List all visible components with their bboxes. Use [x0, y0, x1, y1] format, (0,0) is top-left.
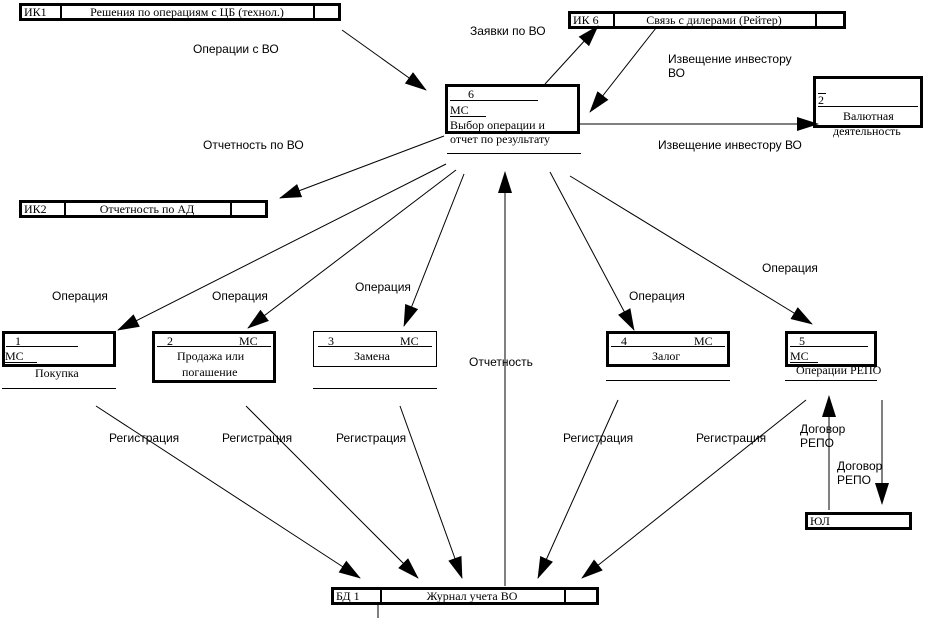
label-reg-4: Регистрация: [563, 431, 634, 445]
label-report-vo: Отчетность по ВО: [203, 138, 304, 152]
process-3: [313, 331, 437, 367]
label-op-3: Операция: [355, 280, 411, 294]
process-2: [152, 331, 276, 383]
arrow-p6-to-ik6: [544, 25, 599, 85]
process-5-num: 5: [799, 334, 805, 348]
process-2-currency: [813, 76, 923, 128]
process-3-name: Замена: [354, 349, 391, 363]
arrow-ik6-to-p6: [589, 27, 657, 113]
label-repo-2b: РЕПО: [837, 473, 871, 487]
store-bd1-name: Журнал учета ВО: [426, 589, 518, 603]
process-2-name-1: Продажа или: [177, 349, 245, 363]
label-repo-2a: Договор: [837, 459, 883, 473]
process-3-mc: МС: [400, 334, 419, 348]
process-2-currency-num: 2: [818, 93, 824, 107]
label-repo-1b: РЕПО: [800, 436, 834, 450]
arrow-p6-to-ik2: [279, 135, 445, 199]
process-6: [445, 84, 580, 134]
arrow-p1-to-bd1: [95, 405, 361, 579]
arrow-p6-to-p4: [549, 171, 635, 331]
label-op-5: Операция: [762, 261, 818, 275]
process-5-name: Операции РЕПО: [796, 363, 882, 377]
process-4: [606, 331, 730, 367]
process-1-name: Покупка: [35, 366, 79, 380]
store-ik1-id: ИК1: [24, 5, 47, 19]
store-ik6-name: Связь с дилерами (Рейтер): [646, 13, 782, 27]
process-6-mc: МС: [450, 103, 469, 117]
process-6-name-2: отчет по результату: [450, 132, 551, 146]
label-report: Отчетность: [469, 355, 533, 369]
process-6-num: 6: [468, 87, 474, 101]
arrow-p6-to-p5: [569, 175, 813, 325]
store-ik6: ИК 6 Связь с дилерами (Рейтер): [568, 11, 846, 29]
store-ik1: ИК1 Решения по операциям с ЦБ (технол.): [19, 3, 341, 21]
store-ik2: ИК2 Отчетность по АД: [19, 200, 268, 218]
label-op-2: Операция: [212, 289, 268, 303]
process-4-mc: МС: [694, 334, 713, 348]
process-1-num: 1: [15, 334, 21, 348]
process-1: [2, 331, 116, 367]
arrow-p6-to-p2: [247, 169, 457, 329]
process-6-name-1: Выбор операции и: [450, 118, 545, 132]
label-op-4: Операция: [629, 289, 685, 303]
label-reg-2: Регистрация: [222, 431, 293, 445]
label-reg-5: Регистрация: [696, 431, 767, 445]
process-2-num: 2: [167, 334, 173, 348]
process-3-num: 3: [328, 334, 334, 348]
label-notice-1: Извещение инвестору: [668, 52, 792, 66]
process-2-name-2: погашение: [182, 365, 238, 379]
process-5: [785, 331, 877, 367]
arrow-ik1-to-p6: [341, 29, 427, 91]
label-reg-3: Регистрация: [336, 431, 407, 445]
store-bd1-id: БД 1: [336, 589, 360, 603]
label-op-1: Операция: [52, 289, 108, 303]
store-ik2-name: Отчетность по АД: [99, 202, 195, 216]
process-2-currency-name-2: деятельность: [833, 124, 901, 138]
arrow-p5-to-bd1: [581, 399, 807, 579]
store-ik2-id: ИК2: [24, 202, 47, 216]
label-notice-2: ВО: [668, 66, 685, 80]
arrow-p3-to-bd1: [399, 405, 463, 579]
label-requests-vo: Заявки по ВО: [470, 24, 546, 38]
label-reg-1: Регистрация: [109, 431, 180, 445]
process-5-mc: МС: [790, 349, 809, 363]
label-ops-vo: Операции с ВО: [193, 42, 279, 56]
store-bd1: БД 1 Журнал учета ВО: [331, 587, 599, 605]
arrow-p4-to-bd1: [537, 399, 619, 579]
store-yul-id: ЮЛ: [810, 514, 830, 528]
label-repo-1a: Договор: [800, 422, 846, 436]
process-4-name: Залог: [652, 349, 681, 363]
process-4-num: 4: [621, 334, 627, 348]
arrow-p2-to-bd1: [245, 405, 419, 579]
process-1-mc: МС: [5, 349, 24, 363]
store-ik1-name: Решения по операциям с ЦБ (технол.): [90, 5, 284, 19]
store-yul: ЮЛ: [805, 512, 912, 530]
arrow-p6-to-p3: [403, 173, 465, 327]
label-notice-full: Извещение инвестору ВО: [658, 138, 802, 152]
process-2-mc: МС: [239, 334, 258, 348]
arrow-p6-to-p1: [117, 163, 447, 331]
process-2-currency-name-1: Валютная: [843, 109, 894, 123]
store-ik6-id: ИК 6: [573, 13, 599, 27]
